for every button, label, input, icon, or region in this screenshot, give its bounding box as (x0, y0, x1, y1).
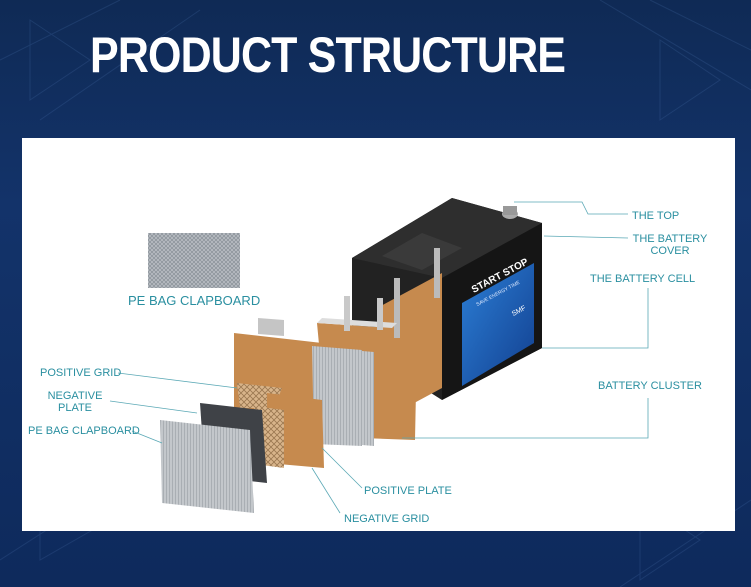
label-negative-grid: NEGATIVE GRID (344, 513, 430, 525)
label-battery-cluster: BATTERY CLUSTER (598, 380, 702, 392)
label-positive-grid: POSITIVE GRID (40, 367, 122, 379)
label-positive-plate: POSITIVE PLATE (364, 485, 452, 497)
label-pe-bag-bottom: PE BAG CLAPBOARD (28, 425, 140, 437)
label-battery-cell: THE BATTERY CELL (590, 273, 696, 285)
label-negative-plate: NEGATIVE PLATE (42, 390, 108, 414)
pe-bag-swatch (148, 233, 240, 288)
label-battery-cover-line2: COVER (650, 245, 690, 257)
page-title: PRODUCT STRUCTURE (90, 27, 566, 83)
battery-label-sticker (462, 263, 534, 386)
battery-diagram (109, 198, 649, 514)
battery-box (352, 198, 542, 400)
label-battery-cover: THE BATTERY COVER (626, 233, 714, 257)
label-pe-bag-top: PE BAG CLAPBOARD (128, 293, 261, 308)
label-negative-plate-line1: NEGATIVE (47, 390, 103, 402)
leader-lines (109, 201, 649, 514)
label-the-top: THE TOP (632, 210, 680, 222)
plate-stack (160, 296, 417, 513)
label-battery-cover-line1: THE BATTERY (632, 233, 708, 245)
label-negative-plate-line2: PLATE (57, 402, 93, 414)
diagram-panel: START STOP SAVE ENERGY TIME SMF THE TOP … (22, 138, 735, 531)
